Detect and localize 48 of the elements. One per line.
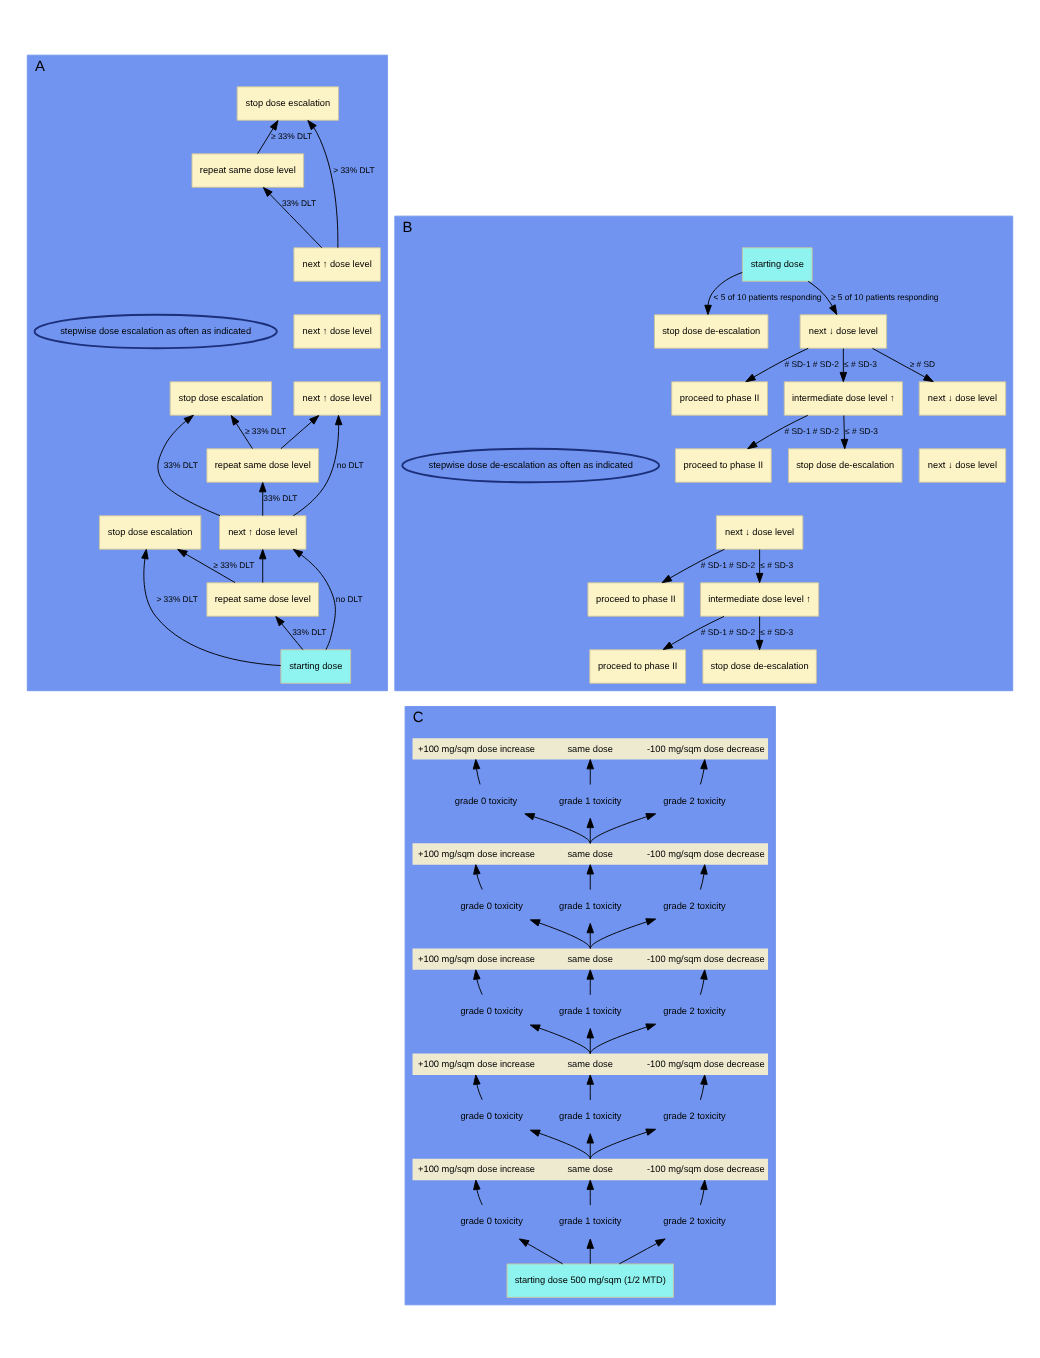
arrow <box>586 816 594 843</box>
arrow <box>755 615 764 650</box>
arrow <box>807 279 838 314</box>
arrow <box>699 1073 708 1100</box>
arrow <box>618 1237 666 1264</box>
arrow <box>292 413 343 516</box>
arrow <box>141 547 282 666</box>
arrow <box>292 547 336 650</box>
arrow <box>586 1237 594 1264</box>
arrow <box>586 758 594 785</box>
arrow <box>257 119 279 154</box>
arrow <box>529 918 591 948</box>
arrow <box>275 615 304 650</box>
arrow <box>586 968 594 995</box>
arrow <box>699 1178 708 1205</box>
arrow <box>586 922 594 948</box>
arrow <box>280 414 320 449</box>
arrow <box>747 413 809 449</box>
arrow <box>157 413 221 516</box>
arrow <box>704 271 743 315</box>
arrow <box>259 481 267 516</box>
arrow <box>586 1073 594 1100</box>
arrow <box>473 1178 483 1205</box>
arrow <box>699 968 708 995</box>
arrow <box>230 414 253 449</box>
arrow <box>840 414 849 449</box>
arrow <box>307 118 339 248</box>
arrow <box>586 1178 594 1205</box>
arrow <box>524 812 591 843</box>
arrow <box>177 547 236 583</box>
arrow <box>586 863 594 890</box>
arrow <box>661 547 725 583</box>
arrow <box>745 346 809 382</box>
arrow <box>589 917 657 948</box>
arrow <box>589 812 657 843</box>
arrow <box>473 863 483 889</box>
arrow <box>872 346 934 382</box>
arrow <box>662 614 725 650</box>
arrow <box>699 758 708 784</box>
arrow <box>473 1073 483 1100</box>
arrow <box>473 968 483 995</box>
arrow <box>262 186 323 248</box>
arrow <box>839 347 848 382</box>
arrow <box>699 863 708 889</box>
arrow <box>755 548 764 583</box>
arrow <box>518 1237 564 1264</box>
arrow <box>259 548 267 583</box>
arrow <box>472 758 481 784</box>
